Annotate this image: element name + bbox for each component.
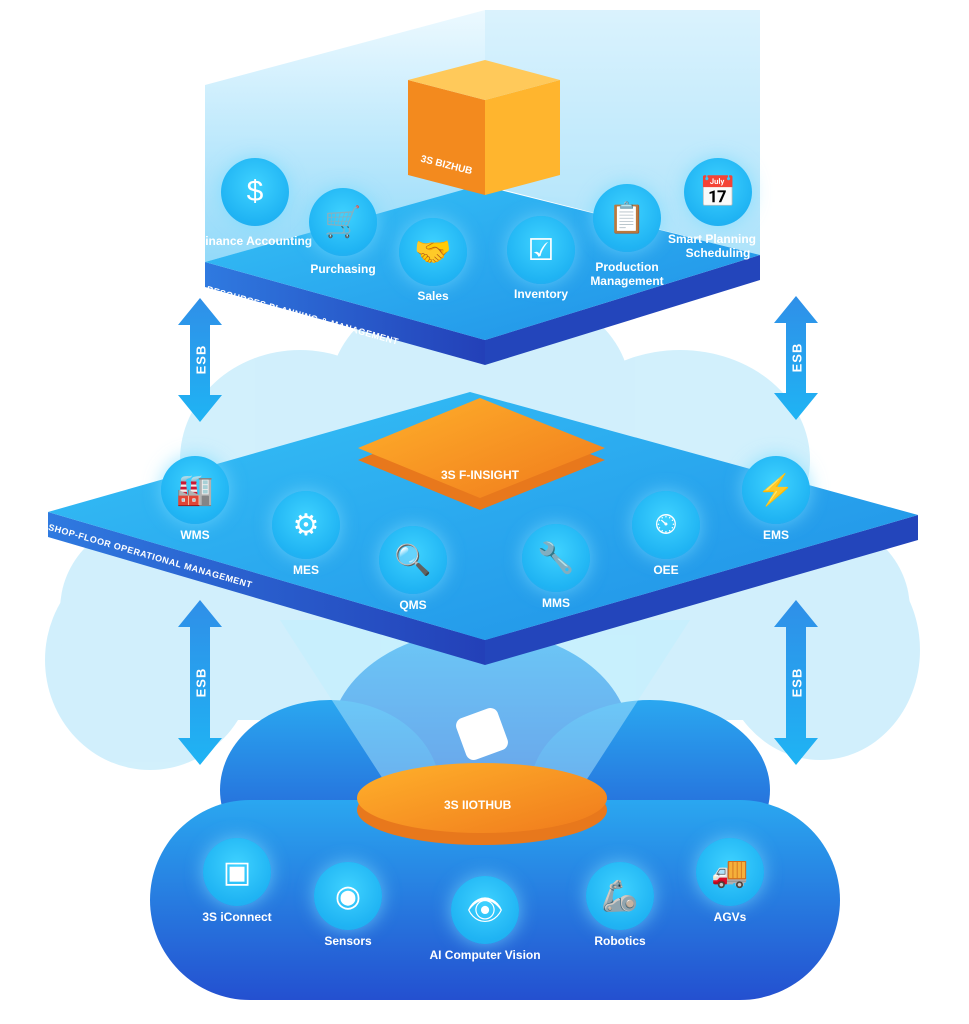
gauge-monitor-icon: ⏲	[632, 491, 700, 559]
robot-arm-icon: 🦾	[586, 862, 654, 930]
magnifier-check-icon: 🔍	[379, 526, 447, 594]
money-report-icon: $	[221, 158, 289, 226]
esb-arrows	[178, 296, 818, 765]
esb-label-top-right: ESB	[789, 342, 805, 373]
warehouse-icon: 🏭	[161, 456, 229, 524]
inventory-checklist-icon: ☑	[507, 216, 575, 284]
iiothub-disc	[357, 708, 607, 845]
agv-icon: 🚚	[696, 838, 764, 906]
calendar-gantt-icon: 📅	[684, 158, 752, 226]
eye-monitor-icon: 👁	[451, 876, 519, 944]
iiothub-label: 3S IIOTHUB	[444, 798, 512, 812]
esb-label-bottom-right: ESB	[789, 667, 805, 698]
esb-label-bottom-left: ESB	[193, 667, 209, 698]
middle-platform	[48, 392, 918, 640]
chip-icon: ▣	[203, 838, 271, 906]
energy-icon: ⚡	[742, 456, 810, 524]
cart-icon: 🛒	[309, 188, 377, 256]
bizhub-cube	[408, 60, 560, 195]
handshake-icon: 🤝	[399, 218, 467, 286]
clipboard-icon: 📋	[593, 184, 661, 252]
factory-icon: ⚙	[272, 491, 340, 559]
esb-label-top-left: ESB	[193, 344, 209, 375]
finsight-base	[358, 398, 605, 510]
finsight-label: 3S F-INSIGHT	[441, 468, 520, 482]
sensor-icon: ◉	[314, 862, 382, 930]
gear-wrench-icon: 🔧	[522, 524, 590, 592]
